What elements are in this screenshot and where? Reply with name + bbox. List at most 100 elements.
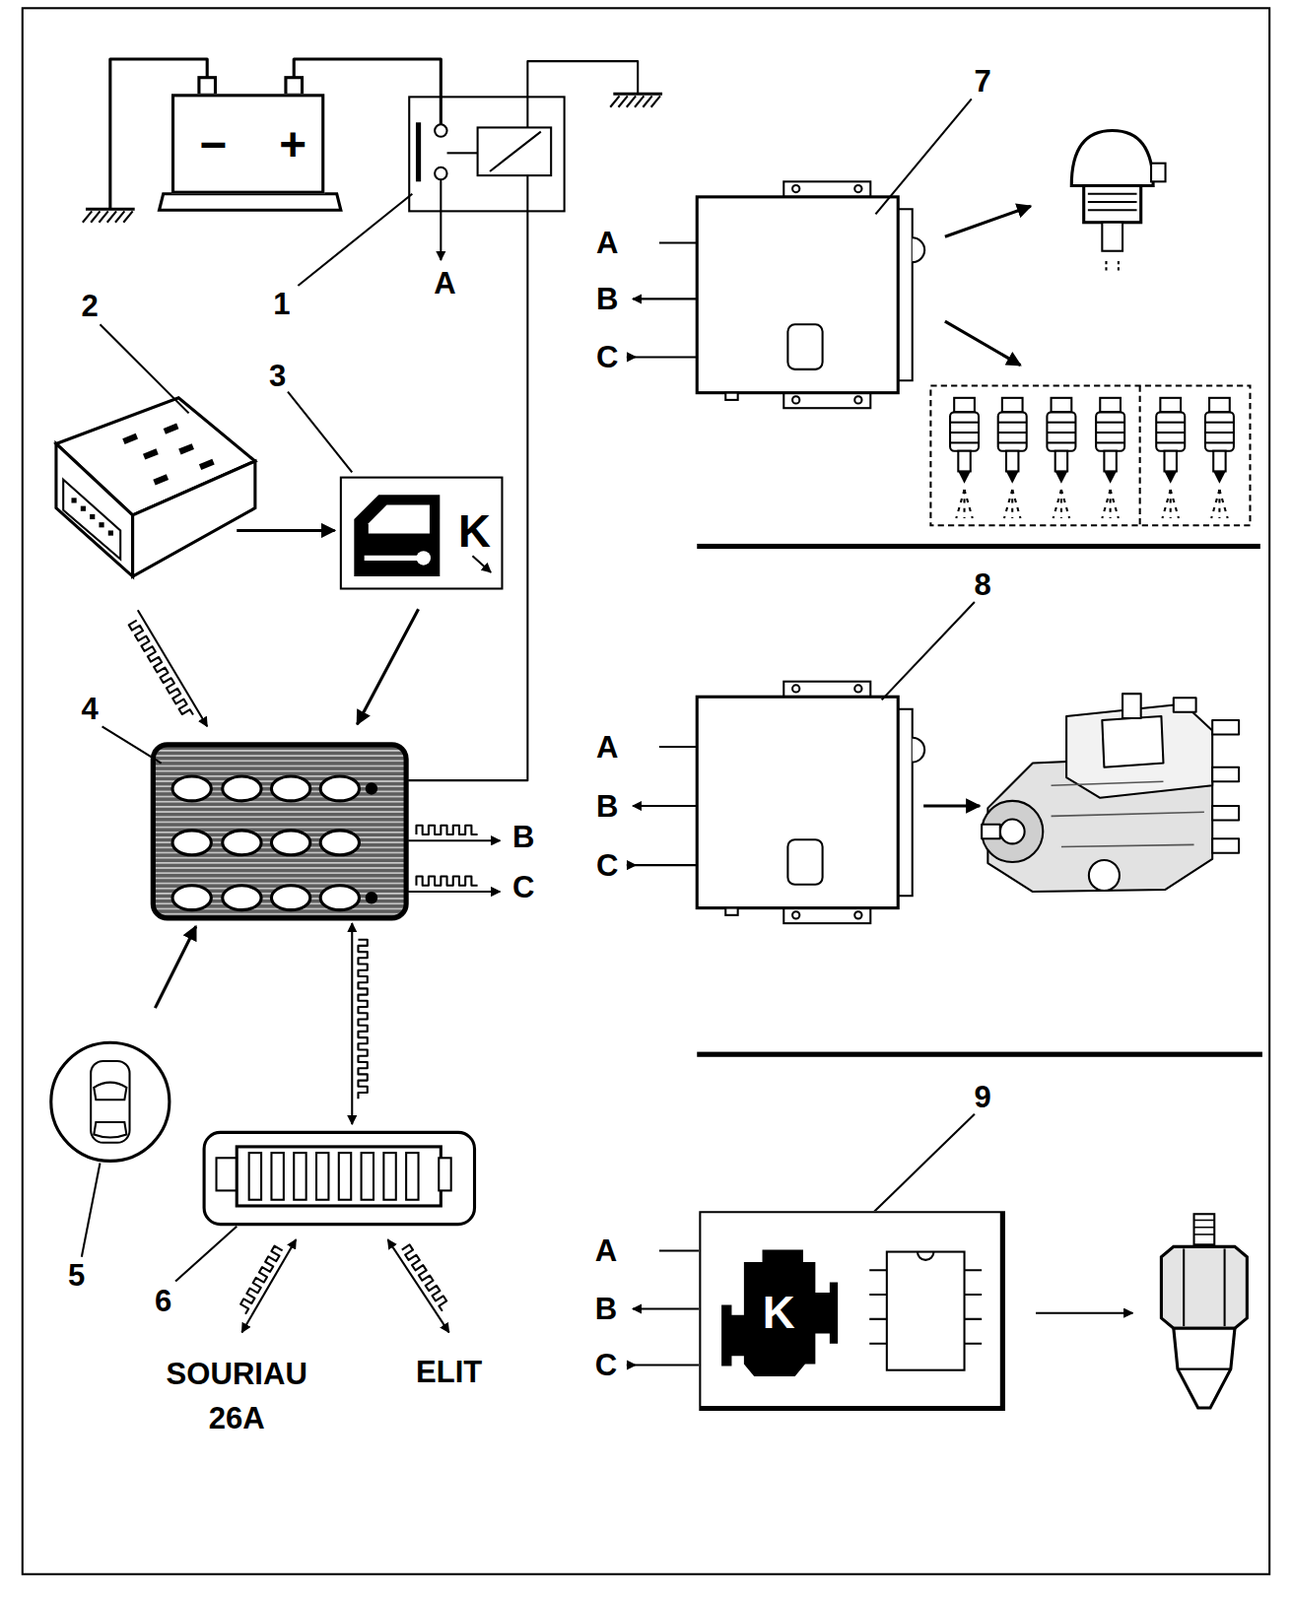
- signal-arrow: [124, 610, 207, 735]
- hex-facet: [1182, 1248, 1185, 1327]
- actuator-ring: [1088, 193, 1138, 196]
- leader-line: [175, 1226, 237, 1283]
- ecu-bolt: [792, 911, 800, 919]
- battery-base: [159, 194, 341, 211]
- ecu-unit: [696, 681, 925, 924]
- leader-line: [102, 726, 162, 763]
- ecu-bracket: [783, 393, 871, 409]
- ecu-foot: [725, 908, 738, 916]
- thread-line: [1194, 1226, 1216, 1229]
- ecu-case: [696, 197, 898, 394]
- signal-arrow: [387, 1231, 462, 1334]
- unit-button: [222, 776, 262, 802]
- valve-thread: [1194, 1214, 1216, 1245]
- input-line: [659, 746, 697, 748]
- signal-label: ELIT: [415, 1350, 482, 1395]
- pump-fitting: [1173, 697, 1197, 712]
- injector-tip: [1213, 471, 1225, 483]
- signal-label: B: [596, 784, 618, 829]
- unit-dot: [365, 891, 378, 904]
- unit-button: [271, 885, 310, 911]
- signal-arrow-small: [472, 555, 491, 573]
- part-symbol: +: [278, 120, 307, 168]
- signal-label: A: [596, 724, 618, 769]
- solenoid-valve: [1160, 1214, 1247, 1409]
- pump-cover: [1101, 716, 1163, 768]
- pump-shading: [1051, 812, 1205, 816]
- decoder-unit: [152, 745, 407, 919]
- injector-nozzle: [1006, 451, 1019, 473]
- door-window: [368, 505, 430, 535]
- pump-fitting: [1122, 693, 1142, 719]
- connector-slot: [316, 1153, 329, 1201]
- pump-shading: [1061, 844, 1195, 847]
- part-symbol: K: [458, 509, 491, 555]
- ecu-window: [787, 839, 822, 885]
- page-frame: [22, 7, 1270, 1574]
- square-wave: [415, 876, 477, 885]
- transponder-module: [56, 398, 256, 577]
- module-detail: [178, 443, 195, 455]
- module-detail: [142, 448, 159, 460]
- actuator-travel: [1104, 261, 1107, 272]
- input-line: [659, 1249, 699, 1252]
- injector-tip: [1055, 471, 1068, 483]
- module-front: [56, 443, 134, 577]
- injector-body: [1156, 411, 1185, 451]
- ground-hatch: [123, 210, 133, 222]
- engine-immobiliser-box: K: [698, 1211, 1006, 1412]
- connector-slot: [271, 1153, 283, 1201]
- pump-shading: [1051, 781, 1164, 786]
- chip-pin: [869, 1343, 887, 1346]
- ground-hatch: [98, 210, 108, 222]
- callout-number: 6: [154, 1279, 172, 1324]
- valve-hex: [1160, 1246, 1247, 1329]
- signal-line: [137, 610, 207, 727]
- injector: [1156, 398, 1185, 519]
- injector-ring: [950, 431, 979, 434]
- injector-body: [1205, 411, 1234, 451]
- injector-tip: [1103, 471, 1116, 483]
- chip-pin: [869, 1318, 887, 1321]
- actuator-stem: [1101, 222, 1123, 252]
- pump-boss: [1088, 860, 1120, 891]
- injector-tip: [957, 471, 970, 483]
- signal-line: [350, 923, 353, 1125]
- relay-coil: [477, 127, 552, 176]
- fuel-spray: [1004, 489, 1013, 519]
- injector-cap: [1159, 398, 1181, 412]
- unit-button: [172, 885, 211, 911]
- pump-fitting: [1212, 838, 1239, 853]
- arrow-line: [154, 926, 196, 1009]
- ground-symbol: [610, 93, 663, 107]
- injector-body: [1046, 411, 1076, 451]
- injector-cap: [1051, 398, 1073, 412]
- separator-bar: [696, 544, 1261, 549]
- connector-slot: [361, 1153, 374, 1201]
- chip-pin: [964, 1293, 983, 1296]
- fuel-spray: [1110, 489, 1119, 519]
- signal-line: [241, 1239, 296, 1333]
- ground-hatch: [642, 95, 652, 107]
- module-connector: [63, 479, 121, 560]
- injector-ring: [1205, 441, 1234, 444]
- injector-group: [930, 385, 1250, 526]
- injector-body: [1095, 411, 1125, 451]
- fuel-spray: [1053, 489, 1062, 519]
- injector-ring: [1156, 441, 1185, 444]
- injector-ring: [1046, 431, 1076, 434]
- injector-ring: [998, 441, 1027, 444]
- input-line: [626, 1363, 700, 1366]
- fuel-spray: [1061, 489, 1070, 519]
- square-wave: [357, 940, 367, 1100]
- ground-hatch: [82, 210, 92, 222]
- unit-button: [320, 776, 359, 802]
- engine-icon: [721, 1249, 838, 1376]
- connector-insert: [236, 1147, 441, 1207]
- connector-tab: [438, 1157, 451, 1191]
- signal-label: SOURIAU 26A: [149, 1352, 324, 1441]
- ecu-bolt: [854, 911, 862, 919]
- connector-pin: [89, 514, 95, 520]
- unit-button: [271, 776, 310, 802]
